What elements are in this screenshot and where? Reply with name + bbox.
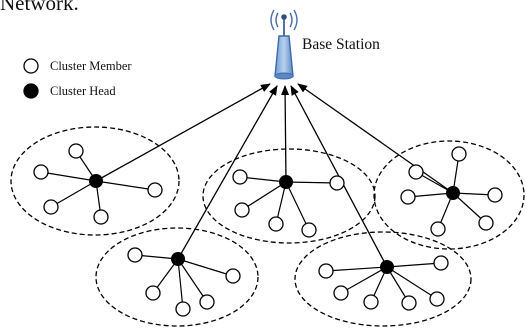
cluster-member <box>43 199 59 215</box>
cluster-member <box>225 268 241 284</box>
uplink-arrow-3 <box>297 83 454 194</box>
cluster-boundaries <box>10 126 525 327</box>
cluster-3-boundary <box>373 140 525 250</box>
cluster-member <box>145 285 161 301</box>
cluster-1 <box>33 143 163 225</box>
caption-fragment: Network. <box>0 0 79 15</box>
cluster-head <box>446 186 460 200</box>
cluster-member <box>175 301 191 317</box>
legend-head-label: Cluster Head <box>50 84 116 98</box>
cluster-4-boundary <box>95 227 259 327</box>
uplink-arrow-1 <box>95 83 271 182</box>
cluster-head <box>171 252 185 266</box>
base-station <box>270 9 298 80</box>
cluster-5 <box>318 255 449 311</box>
cluster-member <box>318 263 334 279</box>
cluster-member <box>93 209 109 225</box>
uplink-arrow-4 <box>177 85 278 260</box>
cluster-member <box>268 216 284 232</box>
cluster-4 <box>127 247 241 317</box>
legend-head-symbol <box>23 83 39 99</box>
cluster-member <box>430 221 446 237</box>
cluster-5-boundary <box>294 231 472 327</box>
cluster-head <box>279 175 293 189</box>
cluster-2-boundary <box>202 148 376 244</box>
cluster-3 <box>400 146 503 237</box>
uplink-arrow-2 <box>281 85 290 183</box>
cluster-member <box>329 175 345 191</box>
cluster-member <box>433 255 449 271</box>
legend <box>23 58 39 99</box>
cluster-head <box>380 260 394 274</box>
cluster-member <box>478 215 494 231</box>
cluster-member <box>451 146 467 162</box>
cluster-member <box>33 164 49 180</box>
uplink-arrows <box>95 83 454 268</box>
cluster-head <box>89 174 103 188</box>
cluster-2 <box>232 169 345 238</box>
cluster-member <box>68 143 84 159</box>
legend-member-label: Cluster Member <box>50 59 132 73</box>
cluster-1-boundary <box>10 126 180 236</box>
cluster-member <box>363 294 379 310</box>
cluster-member <box>301 222 317 238</box>
cluster-member <box>127 247 143 263</box>
cluster-member <box>234 202 250 218</box>
cluster-member <box>401 295 417 311</box>
cluster-member <box>232 169 248 185</box>
legend-member-symbol <box>23 58 39 74</box>
radio-waves-icon <box>270 9 298 31</box>
cluster-member <box>147 182 163 198</box>
antenna-tower-icon <box>274 14 294 80</box>
cluster-member <box>487 187 503 203</box>
cluster-member <box>199 294 215 310</box>
cluster-member <box>400 189 416 205</box>
base-station-label: Base Station <box>302 36 380 53</box>
cluster-member <box>333 285 349 301</box>
cluster-member <box>408 164 424 180</box>
cluster-member <box>429 291 445 307</box>
